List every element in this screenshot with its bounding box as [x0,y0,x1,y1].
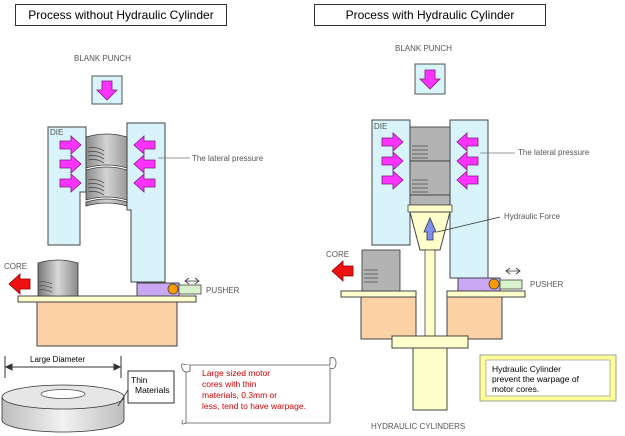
cylinder-body [412,347,448,411]
left-blank-punch [91,75,123,105]
benefit-note-line: prevent the warpage of [492,374,579,384]
right-pusher [457,267,523,292]
warpage-note-line: materials, 0.3mm or [202,390,278,400]
cylinder-flange [391,335,469,349]
left-base-plate [17,295,197,303]
warpage-note-line: cores with thin [202,379,257,389]
right-pusher-label: PUSHER [530,280,564,289]
thin-materials-box [127,370,175,404]
left-core-label: CORE [4,262,28,271]
right-base-table-right [446,296,503,340]
pusher-double-arrow-icon [184,277,200,285]
left-pusher-label: PUSHER [206,286,240,295]
right-lateral-arrows-right [456,132,479,190]
hydraulic-force-label: Hydraulic Force [504,212,561,221]
punch-down-arrow-icon [419,69,441,90]
hydraulic-cylinder-head [407,204,501,251]
right-blank-punch-label: BLANK PUNCH [395,44,452,53]
warpage-note-line: Large sized motor [202,368,271,378]
left-lateral-arrows-left [59,135,82,193]
right-lateral-arrows-left [381,132,404,190]
left-core-arrow-icon [8,273,31,295]
right-core-arrow-icon [331,260,354,282]
right-core-label: CORE [326,250,350,259]
left-core [37,259,79,297]
pusher-double-arrow-icon [505,267,521,275]
benefit-note-inner [485,359,611,397]
left-lateral-pressure-label: The lateral pressure [192,154,264,163]
left-pusher [136,277,202,297]
right-die-label: DIE [374,122,388,131]
right-base-table-left [360,296,417,340]
right-core [361,249,401,292]
warpage-scroll [181,357,337,425]
warpage-note-line: less, tend to have warpage. [202,401,306,411]
right-blank-punch [414,63,446,95]
piston-rod [424,249,436,337]
benefit-note-line: motor cores. [492,384,540,394]
left-blank-punch-label: BLANK PUNCH [74,54,131,63]
right-base-plate-right [446,290,526,298]
left-die-label: DIE [50,128,64,137]
left-warped-stack [85,133,128,207]
right-base-plate-left [340,290,417,298]
thin-materials-line2: Materials [135,385,170,395]
benefit-note: Hydraulic Cylinder prevent the warpage o… [492,364,579,394]
motor-core-disc [1,384,125,433]
benefit-note-line: Hydraulic Cylinder [492,364,561,374]
right-flat-stack [409,126,451,206]
right-panel [331,63,617,411]
left-title: Process without Hydraulic Cylinder [15,4,227,26]
hydraulic-force-arrow-icon [423,216,437,241]
punch-down-arrow-icon [96,80,118,101]
left-lateral-arrows-right [133,135,156,193]
thin-materials-line1: Thin [131,375,148,385]
right-title: Process with Hydraulic Cylinder [314,4,546,26]
thin-materials-label: Thin Materials [131,375,173,395]
left-panel [1,75,337,433]
left-base-table [36,301,178,347]
warpage-note: Large sized motor cores with thin materi… [202,368,306,412]
hydraulic-cylinders-label: HYDRAULIC CYLINDERS [371,422,466,431]
large-diameter-dimension [4,356,122,378]
right-lateral-pressure-label: The lateral pressure [518,148,590,157]
large-diameter-label: Large Diameter [30,355,86,364]
